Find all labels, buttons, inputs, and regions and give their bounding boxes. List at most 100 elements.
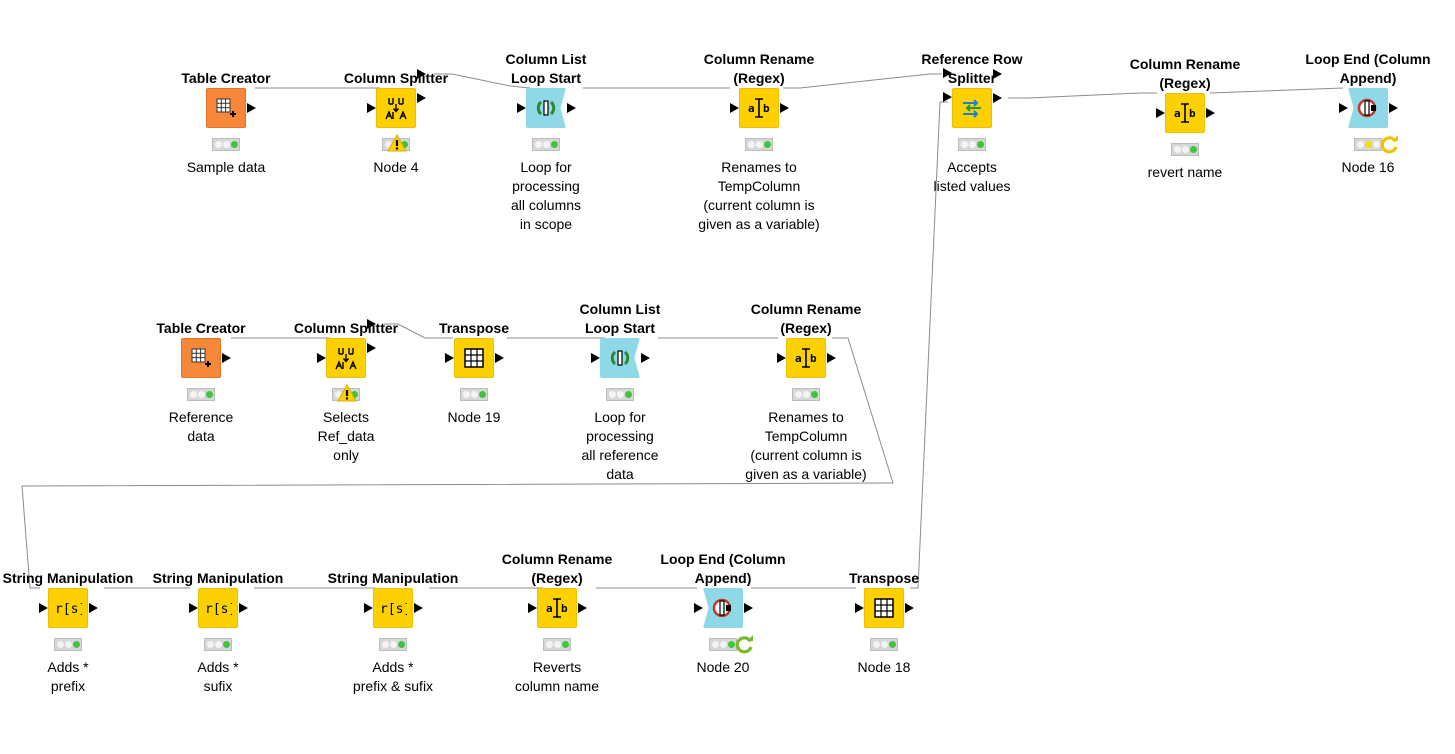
output-port[interactable] xyxy=(247,103,256,113)
status-lamp xyxy=(350,391,358,398)
input-port[interactable] xyxy=(1156,108,1165,118)
output-port[interactable] xyxy=(1389,103,1398,113)
input-port[interactable] xyxy=(943,92,952,102)
string-manipulation-icon[interactable]: r[s] xyxy=(48,588,88,628)
output-port[interactable] xyxy=(827,353,836,363)
loop-status-icon xyxy=(1380,134,1400,154)
output-port[interactable] xyxy=(222,353,231,363)
node-label[interactable]: Loop for processing all reference data xyxy=(581,409,659,482)
input-port[interactable] xyxy=(855,603,864,613)
table-creator-icon[interactable] xyxy=(206,88,246,128)
node-label[interactable]: Reverts column name xyxy=(514,659,600,694)
input-port[interactable] xyxy=(943,68,952,78)
string-manipulation-icon[interactable]: r[s] xyxy=(373,588,413,628)
node-label[interactable]: Adds * sufix xyxy=(197,659,239,694)
warning-icon[interactable] xyxy=(387,133,407,152)
output-port[interactable] xyxy=(905,603,914,613)
loop-end-icon[interactable] xyxy=(703,588,743,628)
input-port[interactable] xyxy=(528,603,537,613)
loop-start-icon[interactable] xyxy=(600,338,640,378)
node-loop-end-node-16[interactable]: Loop End (Column Append)Node 16 xyxy=(1298,51,1438,254)
output-port[interactable] xyxy=(414,603,423,613)
node-label[interactable]: Renames to TempColumn (current column is… xyxy=(698,159,820,232)
node-label[interactable]: Node 20 xyxy=(696,659,750,675)
node-label[interactable]: Reference data xyxy=(168,409,234,444)
loop-status-icon xyxy=(735,634,755,654)
input-port[interactable] xyxy=(777,353,786,363)
input-port[interactable] xyxy=(694,603,703,613)
node-label[interactable]: Node 19 xyxy=(447,409,501,425)
transpose-icon[interactable] xyxy=(454,338,494,378)
input-port[interactable] xyxy=(317,353,326,363)
output-port[interactable] xyxy=(417,93,426,103)
input-port[interactable] xyxy=(1339,103,1348,113)
node-loop-end-node-20[interactable]: Loop End (Column Append)Node 20 xyxy=(653,551,793,754)
input-port[interactable] xyxy=(730,103,739,113)
status-lamp xyxy=(810,391,818,398)
node-label[interactable]: Accepts listed values xyxy=(933,159,1011,194)
output-port[interactable] xyxy=(641,353,650,363)
input-port[interactable] xyxy=(445,353,454,363)
node-label[interactable]: Adds * prefix & sufix xyxy=(352,659,434,694)
status-lamp xyxy=(1181,146,1189,153)
loop-end-icon[interactable] xyxy=(1348,88,1388,128)
node-label[interactable]: Node 4 xyxy=(373,159,419,175)
node-label[interactable]: revert name xyxy=(1147,164,1223,180)
node-label[interactable]: Selects Ref_data only xyxy=(317,409,375,463)
node-label[interactable]: Node 16 xyxy=(1341,159,1395,175)
node-label[interactable]: Sample data xyxy=(186,159,266,175)
output-port[interactable] xyxy=(993,93,1002,103)
column-splitter-icon[interactable] xyxy=(376,88,416,128)
input-port[interactable] xyxy=(591,353,600,363)
output-port[interactable] xyxy=(1206,108,1215,118)
node-label[interactable]: Renames to TempColumn (current column is… xyxy=(745,409,867,482)
input-port[interactable] xyxy=(364,603,373,613)
input-port[interactable] xyxy=(367,103,376,113)
output-port[interactable] xyxy=(239,603,248,613)
reference-row-splitter-icon[interactable] xyxy=(952,88,992,128)
warning-icon[interactable] xyxy=(337,383,357,402)
output-port[interactable] xyxy=(89,603,98,613)
output-port[interactable] xyxy=(367,343,376,353)
output-port[interactable] xyxy=(578,603,587,613)
transpose-icon[interactable] xyxy=(864,588,904,628)
output-port[interactable] xyxy=(567,103,576,113)
output-port[interactable] xyxy=(417,69,426,79)
input-port[interactable] xyxy=(189,603,198,613)
loop-start-icon[interactable] xyxy=(526,88,566,128)
output-port[interactable] xyxy=(367,319,376,329)
output-port[interactable] xyxy=(495,353,504,363)
table-creator-icon[interactable] xyxy=(181,338,221,378)
input-port[interactable] xyxy=(517,103,526,113)
output-port[interactable] xyxy=(744,603,753,613)
column-splitter-icon[interactable] xyxy=(326,338,366,378)
output-port[interactable] xyxy=(993,69,1002,79)
node-label[interactable]: Loop for processing all columns in scope xyxy=(510,159,582,232)
node-label[interactable]: Adds * prefix xyxy=(47,659,89,694)
string-manipulation-icon[interactable]: r[s] xyxy=(198,588,238,628)
output-port[interactable] xyxy=(780,103,789,113)
input-port[interactable] xyxy=(39,603,48,613)
node-label[interactable]: Node 18 xyxy=(857,659,911,675)
